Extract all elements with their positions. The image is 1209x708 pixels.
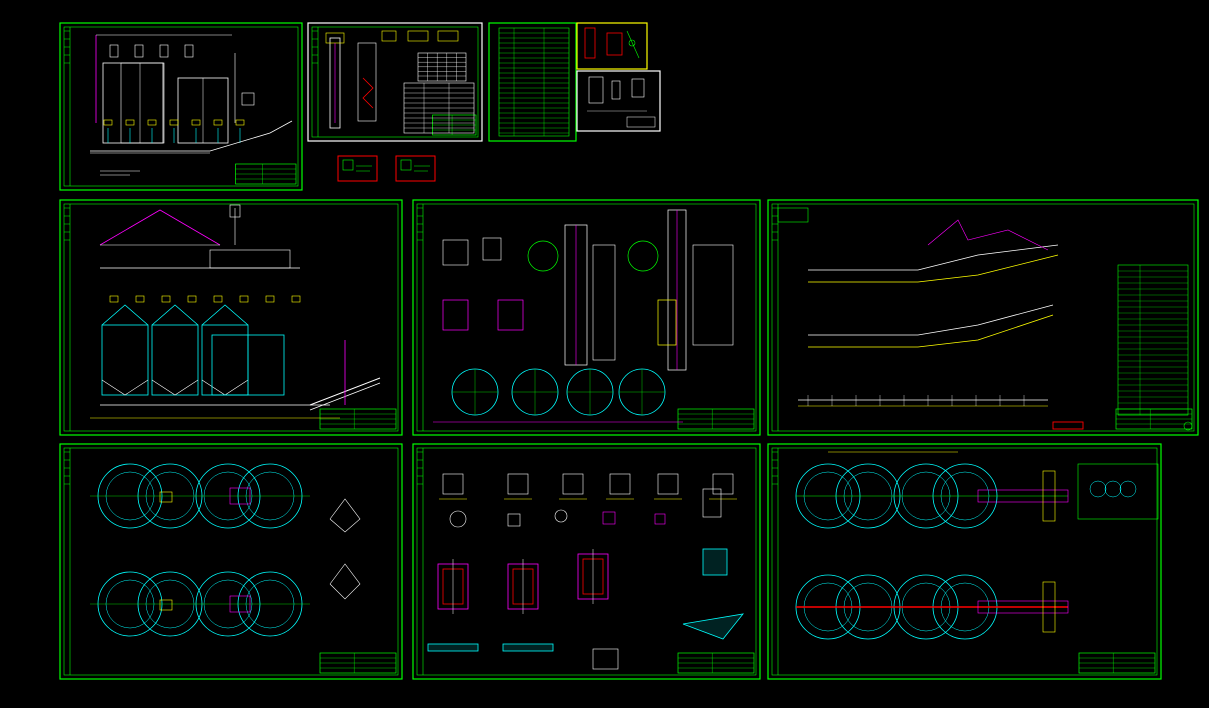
sheet-foundation-details <box>412 443 761 680</box>
silo-section-drawing <box>90 204 381 419</box>
sheet-silo-layout-plans <box>767 443 1162 680</box>
drawing-content-layer <box>90 27 1193 670</box>
sheet-equipment-list-table <box>488 22 577 142</box>
sheet-silo-elevation-overview <box>59 22 303 191</box>
mini-sheet-red-drawing <box>584 27 640 59</box>
title-block <box>319 408 397 430</box>
sheet-bucket-elevator-detail <box>307 22 483 142</box>
stamp-1 <box>337 155 378 182</box>
sheet-elevator-sections-and-silo-plans <box>412 199 761 436</box>
sheet-silo-floor-plans <box>59 443 403 680</box>
title-block <box>432 114 477 136</box>
title-block <box>319 652 397 674</box>
silo-floor-plans-drawing <box>90 463 361 637</box>
title-block <box>677 652 755 674</box>
title-block <box>677 408 755 430</box>
bucket-elevator-drawing <box>325 30 475 134</box>
silo-layout-plans-drawing <box>795 451 1159 640</box>
sheet-frames-layer <box>59 22 1199 680</box>
mini-sheet-white-drawing <box>587 76 656 128</box>
stamp-2 <box>395 155 436 182</box>
sheet-mini-sheet-red-details <box>576 22 648 70</box>
sheet-conveyor-profile-sheet <box>767 199 1199 436</box>
sheet-mini-sheet-white-details <box>576 70 661 132</box>
title-block <box>1115 408 1193 430</box>
title-block <box>235 163 297 185</box>
sheet-silo-section-views <box>59 199 403 436</box>
elevator-sections-drawing <box>433 209 734 423</box>
conveyor-profile-drawing <box>777 207 1193 431</box>
title-block <box>1078 652 1156 674</box>
silo-elevation-overview-drawing <box>90 34 293 176</box>
foundation-details-drawing <box>427 473 744 670</box>
equipment-table-drawing <box>498 27 570 137</box>
